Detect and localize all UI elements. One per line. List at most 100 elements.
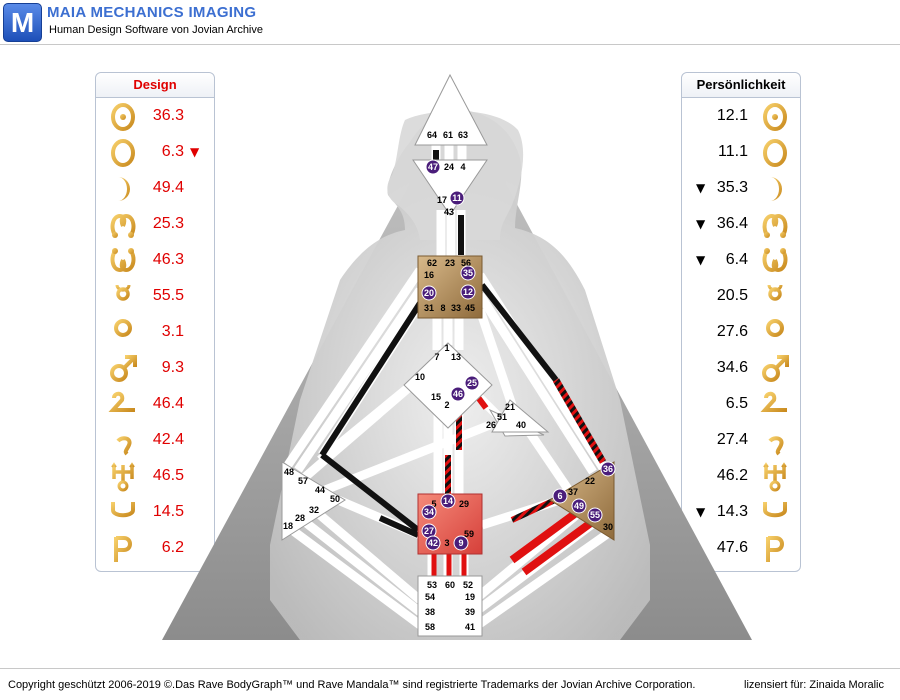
retrograde-arrow-icon: ▼ <box>696 253 706 267</box>
gate-label: 43 <box>444 207 454 217</box>
gate-label: 29 <box>459 499 469 509</box>
retrograde-arrow-icon: ▼ <box>696 181 706 195</box>
gate-label: 53 <box>427 580 437 590</box>
gate-label: 14 <box>443 496 453 506</box>
gate-label: 60 <box>445 580 455 590</box>
design-value: 6.3 <box>161 143 184 160</box>
gate-label: 35 <box>463 268 473 278</box>
gate-label: 5 <box>431 499 436 509</box>
gate-label: 59 <box>464 529 474 539</box>
gate-label: 4 <box>460 162 465 172</box>
gate-label: 11 <box>452 193 462 203</box>
gate-label: 18 <box>283 521 293 531</box>
design-value: 3.1 <box>161 323 184 340</box>
personality-value: 11.1 <box>718 143 748 160</box>
gate-label: 12 <box>463 287 473 297</box>
gate-marker <box>425 159 441 175</box>
personality-row: 12.1 <box>682 99 800 135</box>
gate-label: 32 <box>309 505 319 515</box>
gate-label: 37 <box>568 487 578 497</box>
gate-label: 50 <box>330 494 340 504</box>
gate-label: 3 <box>444 538 449 548</box>
gate-label: 51 <box>497 412 507 422</box>
design-row: 6.2 <box>96 531 214 567</box>
ego-center-body <box>491 399 550 433</box>
personality-row: 46.2 <box>682 459 800 495</box>
active-gate-50 <box>378 515 420 538</box>
gate-marker <box>449 190 465 206</box>
gate-label: 28 <box>295 513 305 523</box>
personality-value: 6.5 <box>725 395 748 412</box>
active-gate-34 <box>320 452 420 533</box>
gate-label: 15 <box>431 392 441 402</box>
active-gate-20 <box>319 298 425 457</box>
gate-label: 61 <box>443 130 453 140</box>
design-row: 46.5 <box>96 459 214 495</box>
retrograde-arrow-icon: ▼ <box>696 505 706 519</box>
gate-label: 49 <box>574 501 584 511</box>
gate-label: 17 <box>437 195 447 205</box>
gate-label: 33 <box>451 303 461 313</box>
gate-marker <box>450 386 466 402</box>
gate-marker <box>453 535 469 551</box>
design-value: 14.5 <box>152 503 184 520</box>
channel-18-58 <box>289 526 423 629</box>
gate-label: 64 <box>427 130 437 140</box>
gate-label: 58 <box>425 622 435 632</box>
active-gate-35 <box>479 283 559 382</box>
design-value: 9.3 <box>161 359 184 376</box>
head-center <box>414 73 488 146</box>
gate-marker <box>440 493 456 509</box>
active-gate-55 <box>521 518 595 576</box>
gate-marker <box>600 461 616 477</box>
gate-label: 34 <box>424 507 434 517</box>
gate-label: 2 <box>444 400 449 410</box>
gate-label: 25 <box>467 378 477 388</box>
design-value: 49.4 <box>152 179 184 196</box>
personality-value: 46.2 <box>716 467 748 484</box>
gate-marker <box>571 498 587 514</box>
personality-value: 34.6 <box>716 359 748 376</box>
gate-label: 20 <box>424 288 434 298</box>
channel-16-48 <box>284 267 424 468</box>
design-row: 14.5 <box>96 495 214 531</box>
app-footer: Copyright geschützt 2006-2019 ©.Das Rave… <box>0 668 900 700</box>
gate-label: 48 <box>284 467 294 477</box>
active-gate-36 <box>552 378 607 464</box>
design-value: 46.4 <box>152 395 184 412</box>
personality-value: 6.4 <box>725 251 748 268</box>
personality-value: 20.5 <box>716 287 748 304</box>
channel-10-34 <box>317 374 423 464</box>
gate-label: 56 <box>461 258 471 268</box>
design-row: 49.4 <box>96 171 214 207</box>
gate-marker <box>552 488 568 504</box>
channel-37-40 <box>524 427 574 495</box>
personality-row: 34.6 <box>682 351 800 387</box>
personality-row: 20.5 <box>682 279 800 315</box>
gate-label: 30 <box>603 522 613 532</box>
design-panel-title: Design <box>96 73 214 98</box>
gate-marker <box>460 284 476 300</box>
personality-row: 14.3▼ <box>682 495 800 531</box>
gate-label: 41 <box>465 622 475 632</box>
gate-label: 1 <box>444 343 449 353</box>
app-title: MAIA MECHANICS IMAGING <box>47 4 257 21</box>
gate-label: 9 <box>458 538 463 548</box>
channel-30-41 <box>475 528 613 629</box>
personality-row: 6.4 ▼ <box>682 243 800 279</box>
design-row: 46.4 <box>96 387 214 423</box>
gate-label: 57 <box>298 476 308 486</box>
personality-row: 27.4 <box>682 423 800 459</box>
design-value: 55.5 <box>152 287 184 304</box>
gate-label: 23 <box>445 258 455 268</box>
channel-45-21 <box>475 308 517 407</box>
app-header: M MAIA MECHANICS IMAGING Human Design So… <box>0 0 900 45</box>
gate-marker <box>587 507 603 523</box>
design-value: 6.2 <box>161 539 184 556</box>
personality-value: 35.3 <box>716 179 748 196</box>
gate-marker <box>421 504 437 520</box>
active-gate-6 <box>510 497 557 523</box>
channel-20-57 <box>294 287 424 473</box>
